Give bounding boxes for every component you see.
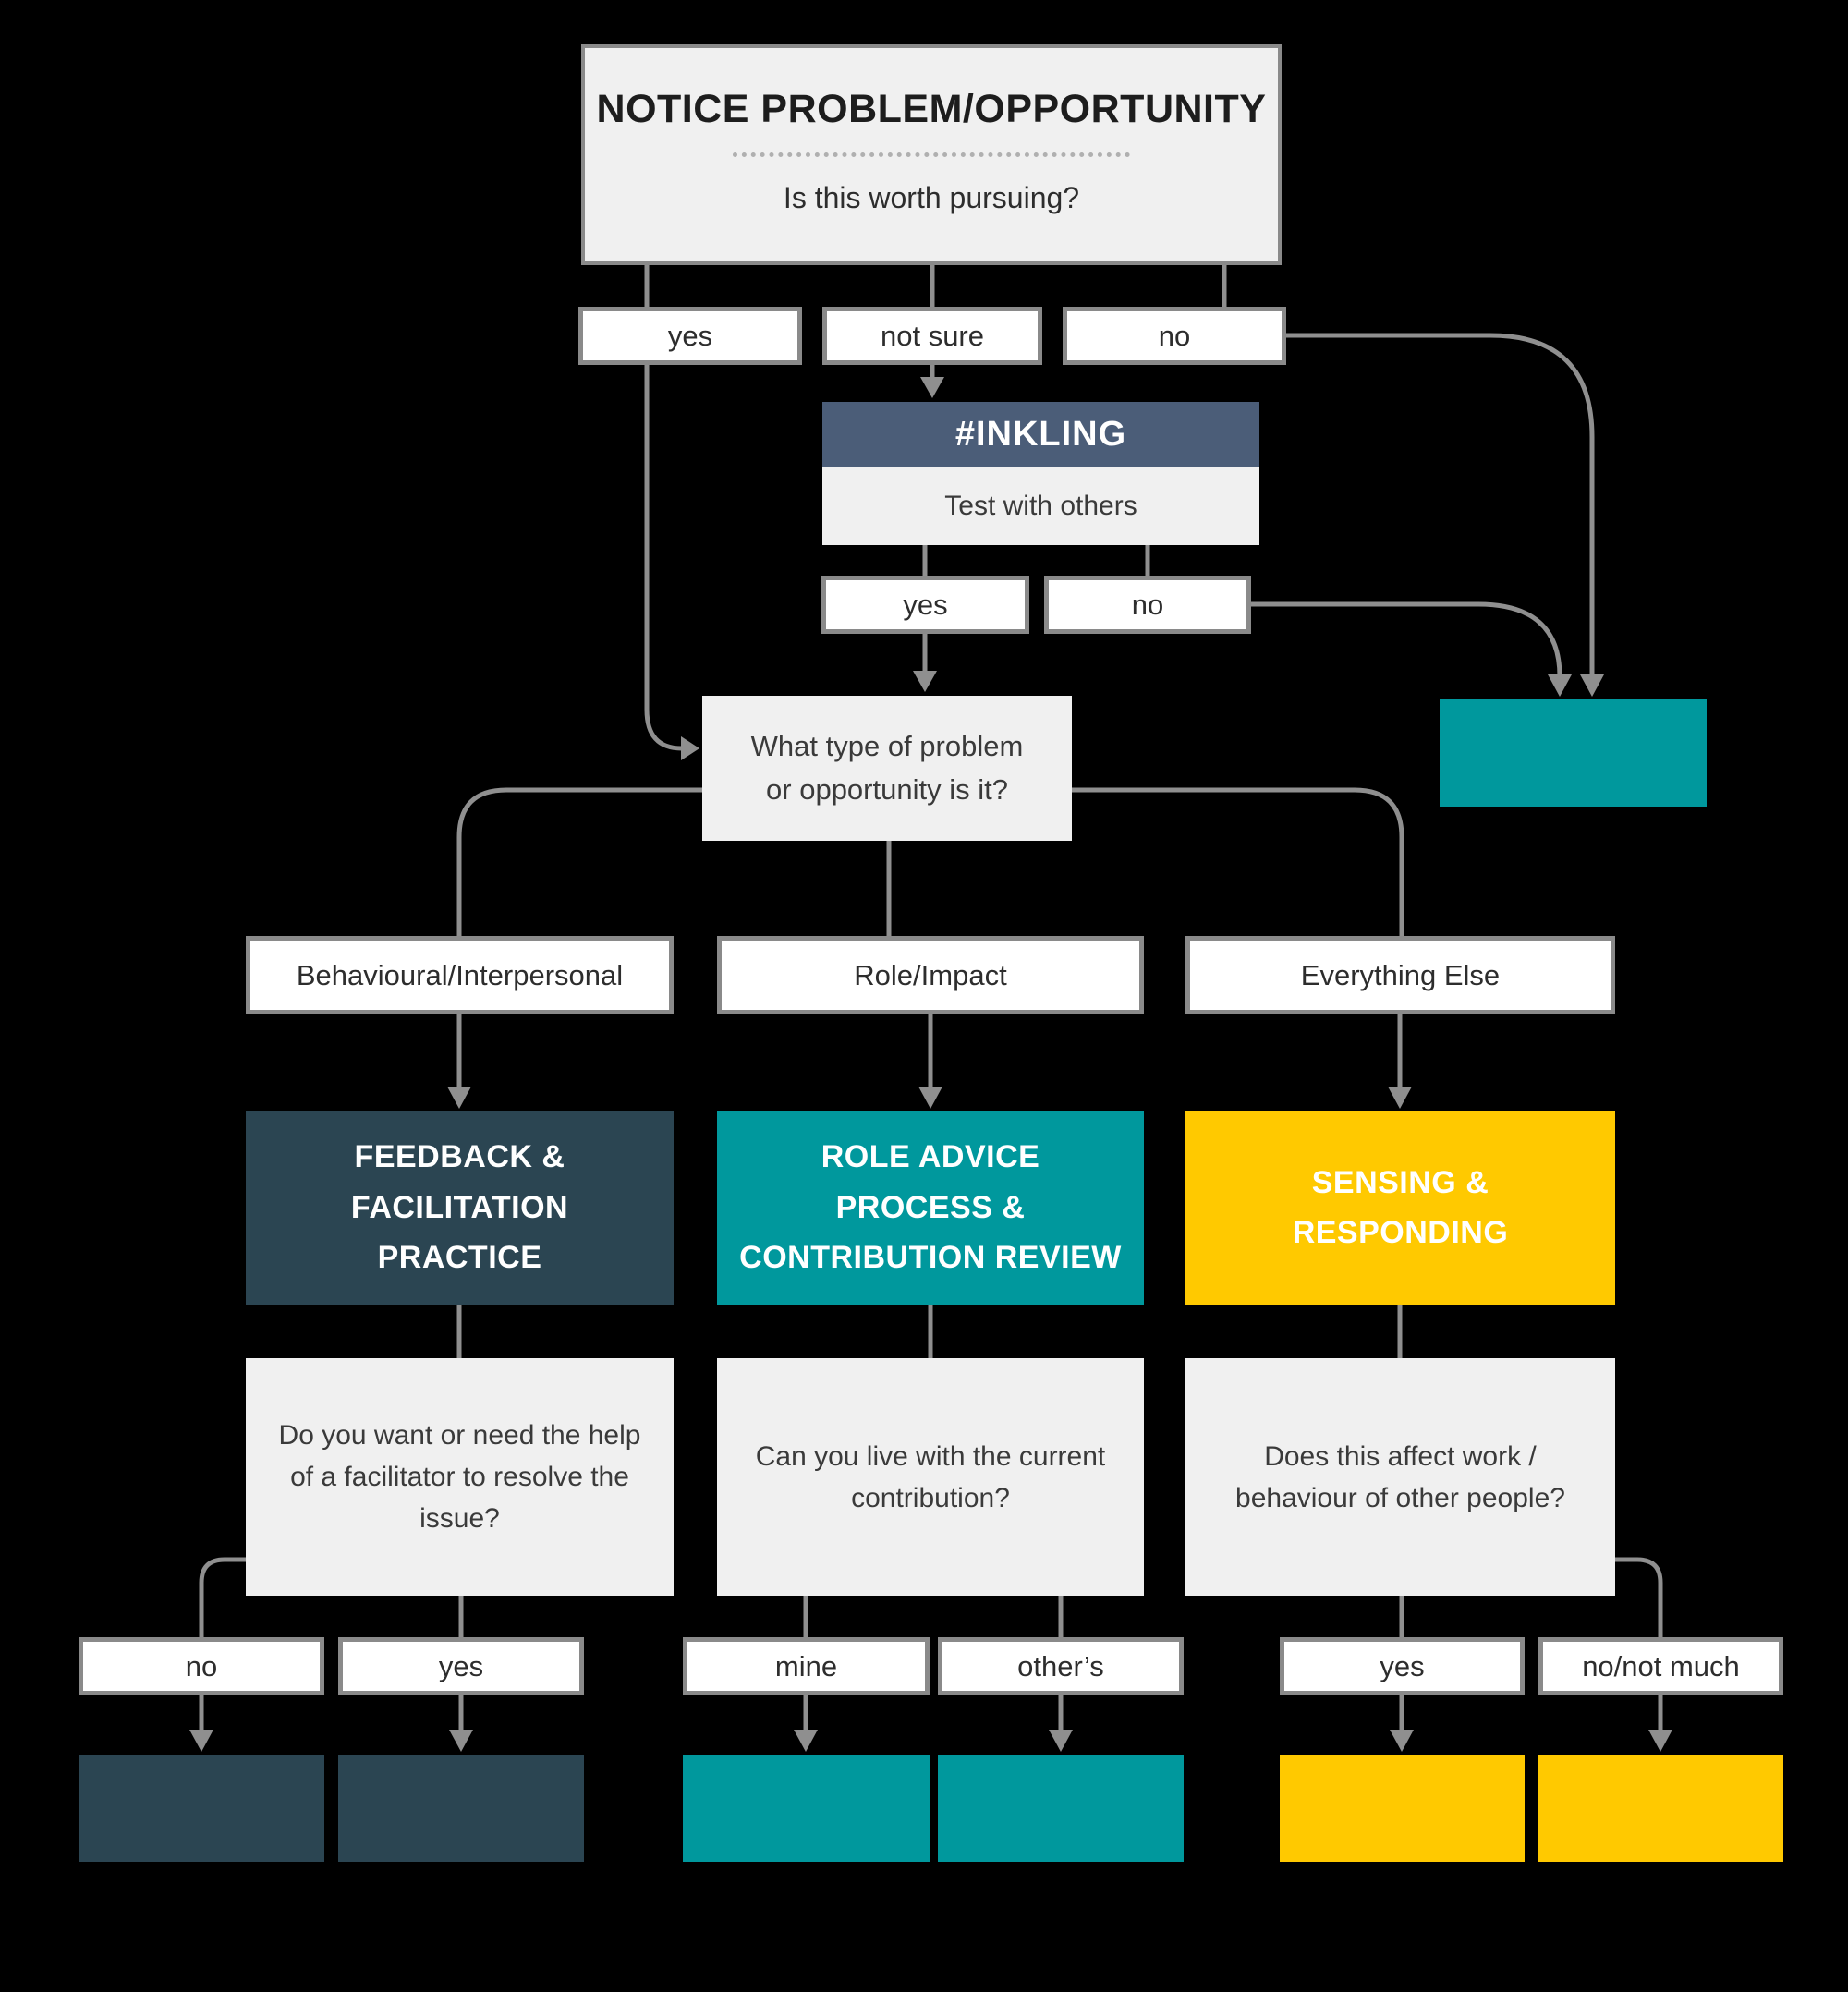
dotted-divider xyxy=(733,152,1130,157)
answer-yes-facilitator: yes xyxy=(338,1637,584,1695)
answer-no-2: no xyxy=(1044,576,1251,634)
module-feedback-line3: PRACTICE xyxy=(377,1240,542,1276)
module-role-advice: ROLE ADVICE PROCESS & CONTRIBUTION REVIE… xyxy=(717,1111,1144,1305)
category-role-impact: Role/Impact xyxy=(717,936,1144,1014)
answer-yes-2: yes xyxy=(821,576,1029,634)
answer-yes-1: yes xyxy=(578,307,802,365)
module-feedback-line2: FACILITATION xyxy=(350,1189,569,1225)
question-facilitator: Do you want or need the help of a facili… xyxy=(246,1358,674,1596)
answer-not-sure: not sure xyxy=(822,307,1042,365)
start-title: NOTICE PROBLEM/OPPORTUNITY xyxy=(596,87,1267,131)
type-question-line2: or opportunity is it? xyxy=(766,772,1008,806)
outcome-yellow-1 xyxy=(1280,1755,1525,1862)
answer-no-not-much: no/not much xyxy=(1538,1637,1783,1695)
start-question: Is this worth pursuing? xyxy=(783,181,1080,214)
inkling-subtitle: Test with others xyxy=(822,467,1259,545)
module-role-line1: ROLE ADVICE xyxy=(821,1139,1040,1175)
module-feedback-line1: FEEDBACK & xyxy=(354,1139,565,1175)
answer-others: other’s xyxy=(938,1637,1184,1695)
outcome-teal-1 xyxy=(683,1755,930,1862)
outcome-slate-2 xyxy=(338,1755,584,1862)
answer-mine: mine xyxy=(683,1637,930,1695)
outcome-teal-dismiss xyxy=(1440,699,1707,807)
module-feedback-facilitation: FEEDBACK & FACILITATION PRACTICE xyxy=(246,1111,674,1305)
category-behavioural: Behavioural/Interpersonal xyxy=(246,936,674,1014)
module-role-line3: CONTRIBUTION REVIEW xyxy=(739,1240,1122,1276)
outcome-teal-2 xyxy=(938,1755,1184,1862)
start-box: NOTICE PROBLEM/OPPORTUNITY Is this worth… xyxy=(581,44,1282,265)
answer-no-facilitator: no xyxy=(79,1637,324,1695)
module-sensing-responding: SENSING & RESPONDING xyxy=(1185,1111,1615,1305)
answer-no-1: no xyxy=(1063,307,1286,365)
inkling-header: #INKLING xyxy=(822,402,1259,467)
question-affects-others: Does this affect work / behaviour of oth… xyxy=(1185,1358,1615,1596)
answer-yes-affects: yes xyxy=(1280,1637,1525,1695)
question-contribution: Can you live with the current contributi… xyxy=(717,1358,1144,1596)
module-role-line2: PROCESS & xyxy=(835,1189,1026,1225)
outcome-yellow-2 xyxy=(1538,1755,1783,1862)
category-everything-else: Everything Else xyxy=(1185,936,1615,1014)
outcome-slate-1 xyxy=(79,1755,324,1862)
module-sensing-line2: RESPONDING xyxy=(1292,1215,1509,1250)
module-sensing-line1: SENSING & xyxy=(1311,1164,1489,1200)
type-question-line1: What type of problem xyxy=(750,730,1024,762)
type-question-box: What type of problem or opportunity is i… xyxy=(702,696,1072,841)
